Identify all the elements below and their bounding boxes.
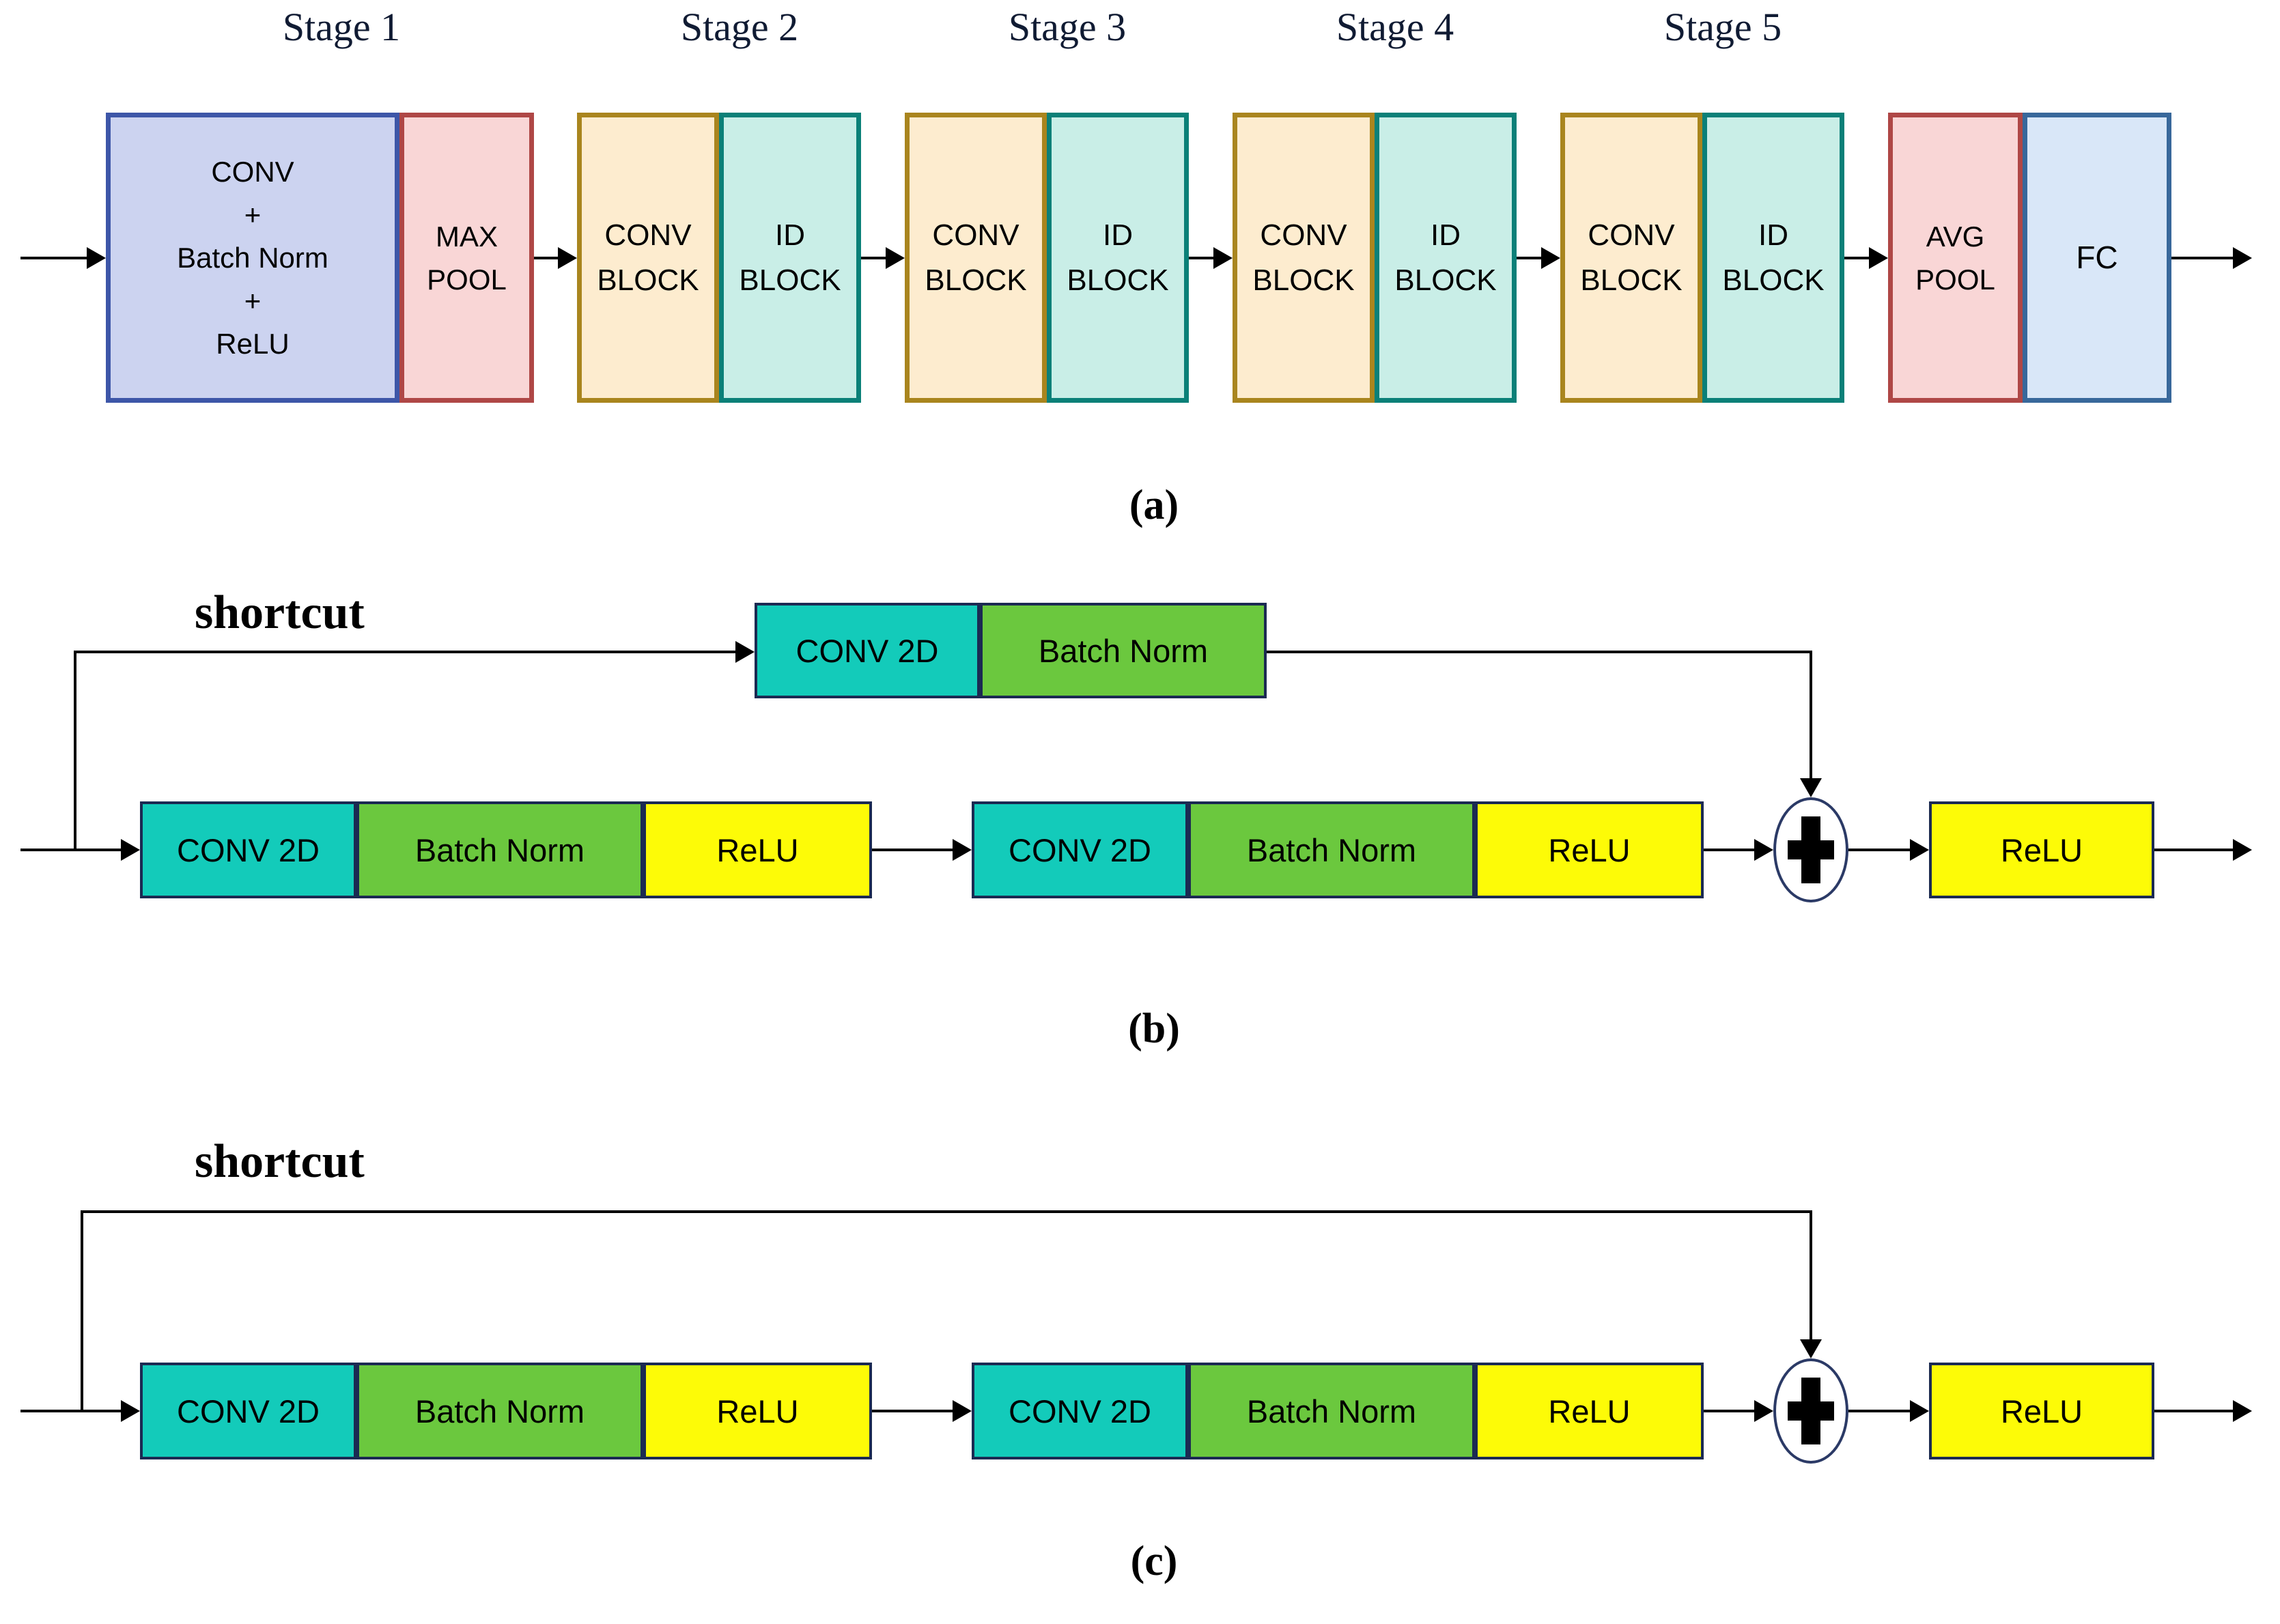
plus-icon: [1773, 1358, 1848, 1464]
max-pool-block: MAX POOL: [399, 113, 534, 403]
stage4-id-block: ID BLOCK: [1375, 113, 1517, 403]
c-final-relu-block: ReLU: [1929, 1363, 2154, 1459]
stage2-id-block: ID BLOCK: [719, 113, 861, 403]
shortcut-conv2d-block-b: CONV 2D: [755, 603, 980, 698]
fc-block: FC: [2023, 113, 2171, 403]
b-relu-block-2: ReLU: [1475, 801, 1704, 898]
output-arrow-c: [2154, 1410, 2233, 1412]
output-arrow-b: [2154, 849, 2233, 851]
c-conv2d-block-1: CONV 2D: [140, 1363, 356, 1459]
plus-icon: [1773, 797, 1848, 902]
c-relu-block-1: ReLU: [643, 1363, 872, 1459]
c-batchnorm-block-1: Batch Norm: [356, 1363, 643, 1459]
flow-arrow-a5: [1844, 257, 1869, 259]
b-relu-block-1: ReLU: [643, 801, 872, 898]
shortcut-down-arrow-b: [1810, 652, 1812, 778]
flow-arrow-a1: [534, 257, 558, 259]
stage4-conv-block: CONV BLOCK: [1233, 113, 1375, 403]
shortcut-line-to-add-b: [1267, 651, 1812, 653]
input-arrow-c: [20, 1410, 121, 1412]
shortcut-label-c: shortcut: [195, 1135, 365, 1188]
caption-b: (b): [1128, 1006, 1180, 1052]
shortcut-branch-line-c: [81, 1212, 83, 1411]
flow-arrow-a2: [861, 257, 886, 259]
input-arrow-a: [20, 257, 87, 259]
stage-label-5: Stage 5: [1663, 5, 1782, 49]
stage2-conv-block: CONV BLOCK: [577, 113, 719, 403]
flow-arrow-c2: [1704, 1410, 1754, 1412]
b-conv2d-block-1: CONV 2D: [140, 801, 356, 898]
stage5-conv-block: CONV BLOCK: [1560, 113, 1702, 403]
flow-arrow-c3: [1848, 1410, 1910, 1412]
shortcut-batchnorm-block-b: Batch Norm: [980, 603, 1267, 698]
caption-a: (a): [1129, 482, 1179, 528]
shortcut-line-c: [81, 1210, 1812, 1213]
stage3-id-block: ID BLOCK: [1047, 113, 1189, 403]
shortcut-branch-line-b: [74, 652, 76, 851]
flow-arrow-a3: [1189, 257, 1213, 259]
c-relu-block-2: ReLU: [1475, 1363, 1704, 1459]
flow-arrow-b2: [1704, 849, 1754, 851]
c-conv2d-block-2: CONV 2D: [972, 1363, 1188, 1459]
shortcut-arrow-b: [74, 651, 735, 653]
b-batchnorm-block-1: Batch Norm: [356, 801, 643, 898]
b-final-relu-block: ReLU: [1929, 801, 2154, 898]
flow-arrow-c1: [872, 1410, 953, 1412]
avg-pool-block: AVG POOL: [1888, 113, 2023, 403]
stage-label-2: Stage 2: [680, 5, 799, 49]
stage-label-1: Stage 1: [282, 5, 401, 49]
stage3-conv-block: CONV BLOCK: [905, 113, 1047, 403]
stage5-id-block: ID BLOCK: [1702, 113, 1844, 403]
shortcut-down-arrow-c: [1810, 1212, 1812, 1339]
flow-arrow-b3: [1848, 849, 1910, 851]
b-conv2d-block-2: CONV 2D: [972, 801, 1188, 898]
b-batchnorm-block-2: Batch Norm: [1188, 801, 1475, 898]
input-arrow-b: [20, 849, 121, 851]
c-batchnorm-block-2: Batch Norm: [1188, 1363, 1475, 1459]
stage-label-4: Stage 4: [1336, 5, 1454, 49]
flow-arrow-b1: [872, 849, 953, 851]
stem-conv-bn-relu-block: CONV + Batch Norm + ReLU: [106, 113, 399, 403]
flow-arrow-a4: [1517, 257, 1541, 259]
output-arrow-a: [2171, 257, 2233, 259]
stage-label-3: Stage 3: [1008, 5, 1127, 49]
shortcut-label-b: shortcut: [195, 586, 365, 639]
caption-c: (c): [1130, 1538, 1178, 1584]
